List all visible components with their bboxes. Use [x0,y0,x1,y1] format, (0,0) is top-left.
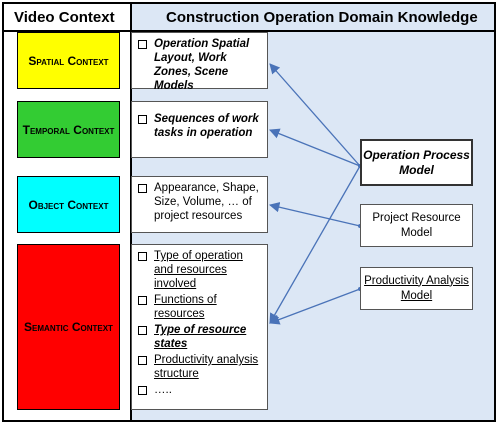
list-item: ….. [136,383,263,397]
list-item: Appearance, Shape, Size, Volume, … of pr… [136,181,263,223]
arrow-productivity-to-semantic [269,288,361,325]
domain-knowledge-header: Construction Operation Domain Knowledge [132,4,494,32]
list-item: Type of resource states [136,323,263,351]
operation-process-model-box: Operation Process Model [360,139,473,186]
semantic-context-label: Semantic Context [24,320,113,334]
checkbox-icon [138,115,147,124]
spatial-context-box: Spatial Context [17,32,120,89]
spatial-context-label: Spatial Context [28,53,109,68]
video-context-header: Video Context [4,4,130,32]
checkbox-icon [138,40,147,49]
productivity-analysis-model-box: Productivity Analysis Model [360,267,473,310]
semantic-context-box: Semantic Context [17,244,120,410]
object-context-label: Object Context [28,197,109,212]
arrow-opmodel-to-temporal [269,128,361,167]
list-item: Operation Spatial Layout, Work Zones, Sc… [136,37,263,93]
temporal-context-label: Temporal Context [22,122,115,137]
arrow-opmodel-to-semantic [269,165,361,324]
list-item: Sequences of work tasks in operation [136,112,263,140]
semantic-knowledge-box: Type of operation and resources involved… [131,244,268,410]
object-knowledge-box: Appearance, Shape, Size, Volume, … of pr… [131,176,268,233]
checkbox-icon [138,184,147,193]
checkbox-icon [138,252,147,261]
checkbox-icon [138,296,147,305]
checkbox-icon [138,386,147,395]
arrow-resource-to-object [268,202,361,227]
project-resource-model-box: Project Resource Model [360,204,473,247]
list-item: Type of operation and resources involved [136,249,263,291]
spatial-knowledge-box: Operation Spatial Layout, Work Zones, Sc… [131,32,268,92]
temporal-knowledge-box: Sequences of work tasks in operation [131,101,268,158]
list-item: Functions of resources [136,293,263,321]
object-context-box: Object Context [17,176,120,233]
checkbox-icon [138,356,147,365]
temporal-context-box: Temporal Context [17,101,120,158]
list-item: Productivity analysis structure [136,353,263,381]
checkbox-icon [138,326,147,335]
arrow-opmodel-to-spatial [269,63,361,167]
